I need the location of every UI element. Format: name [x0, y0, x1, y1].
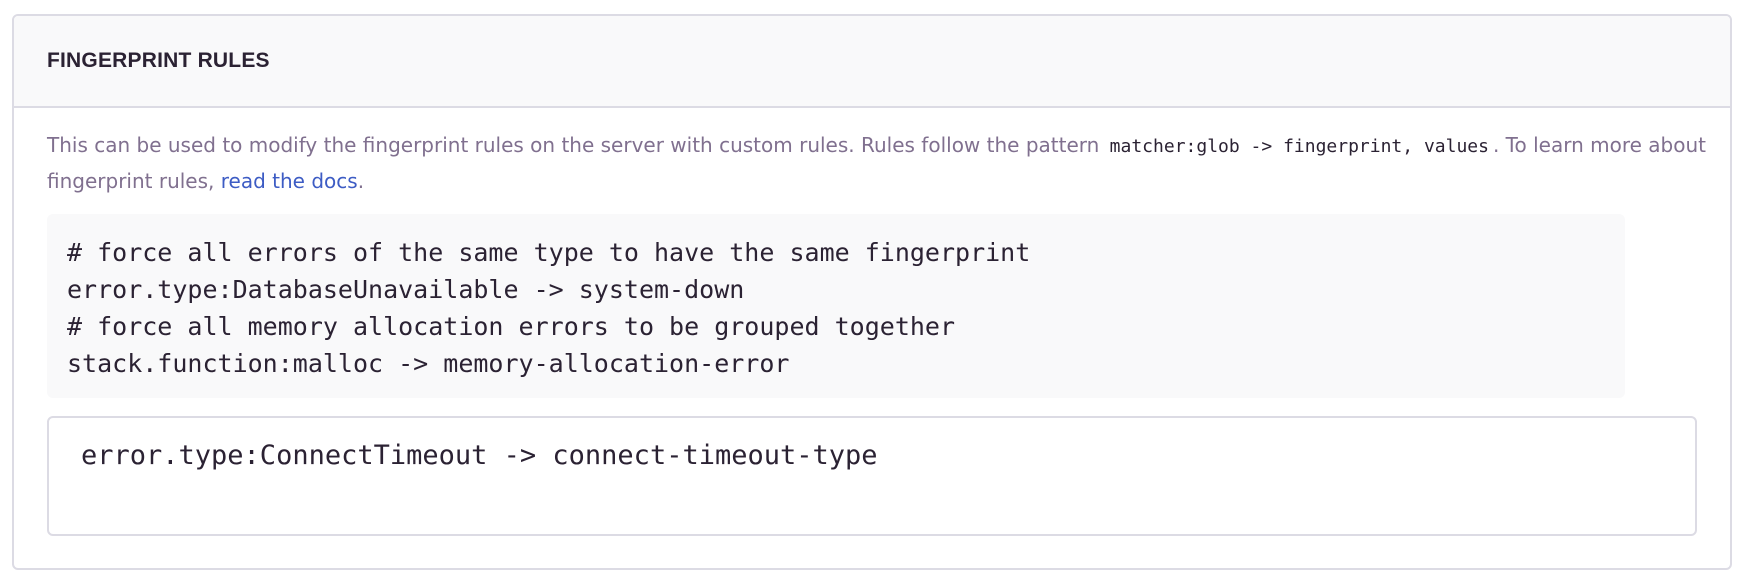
- panel-body: This can be used to modify the fingerpri…: [14, 128, 1730, 536]
- read-docs-link[interactable]: read the docs: [220, 169, 358, 193]
- fingerprint-rules-panel: FINGERPRINT RULES This can be used to mo…: [12, 14, 1732, 570]
- help-text: This can be used to modify the fingerpri…: [47, 128, 1707, 198]
- panel-title: FINGERPRINT RULES: [47, 49, 270, 72]
- pattern-code: matcher:glob -> fingerprint, values: [1109, 136, 1489, 157]
- example-line: error.type:DatabaseUnavailable -> system…: [67, 275, 745, 304]
- example-code-block: # force all errors of the same type to h…: [47, 214, 1625, 398]
- example-line: stack.function:malloc -> memory-allocati…: [67, 349, 790, 378]
- help-text-before: This can be used to modify the fingerpri…: [47, 133, 1106, 157]
- example-line: # force all memory allocation errors to …: [67, 312, 956, 341]
- help-text-middle: . To learn more about fingerprint rules,: [47, 133, 1706, 193]
- fingerprint-rules-input[interactable]: error.type:ConnectTimeout -> connect-tim…: [47, 416, 1697, 536]
- help-text-after: .: [357, 169, 365, 193]
- panel-header: FINGERPRINT RULES: [14, 16, 1730, 108]
- example-line: # force all errors of the same type to h…: [67, 238, 1031, 267]
